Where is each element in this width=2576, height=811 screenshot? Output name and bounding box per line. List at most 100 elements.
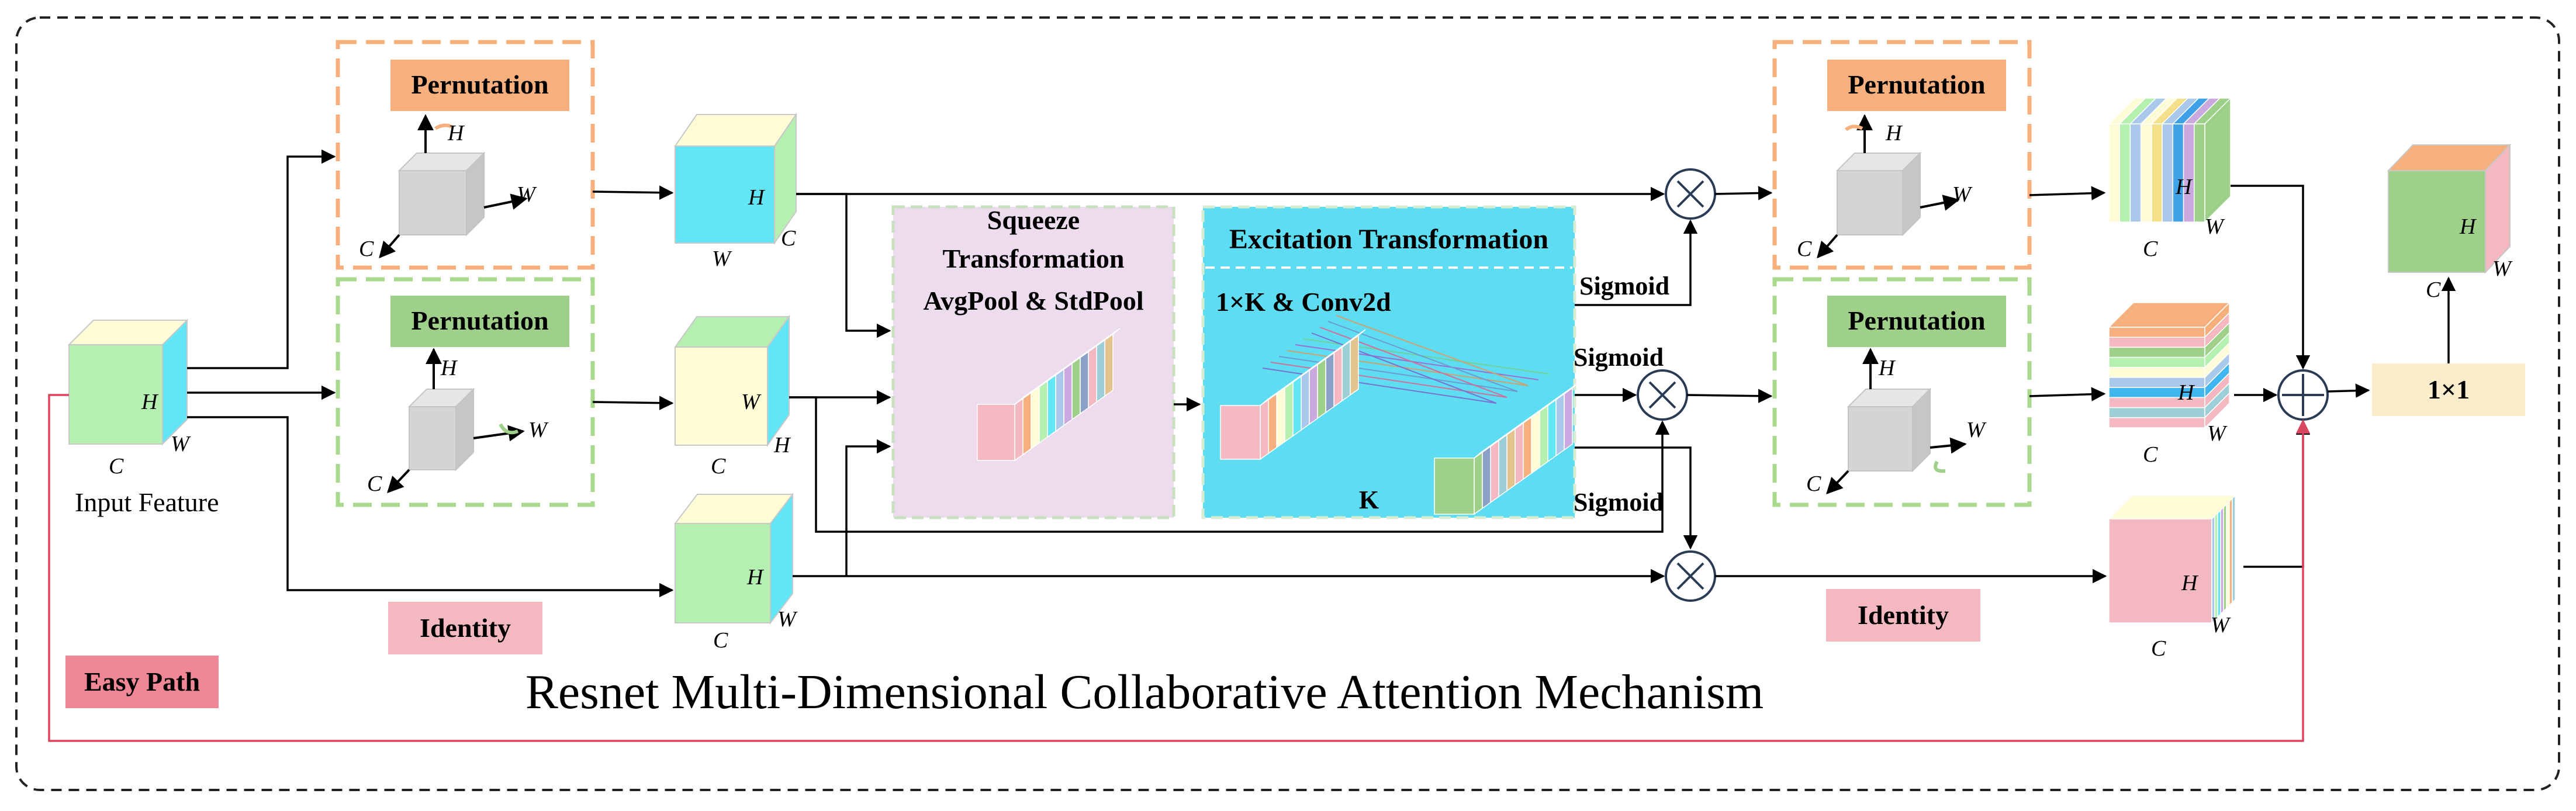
axis-arrow-w — [483, 193, 528, 210]
slice — [1490, 439, 1499, 504]
slice — [1564, 387, 1573, 451]
gray-cube-top-left — [397, 151, 486, 237]
slice — [1474, 451, 1483, 515]
slice — [1539, 404, 1548, 469]
easy-path-label: Easy Path — [84, 667, 200, 696]
cube-stripe — [2183, 123, 2195, 223]
slice-front — [977, 404, 1015, 461]
cube-stripe — [2108, 123, 2120, 223]
cube-stripe — [2119, 123, 2131, 223]
squeeze-line2: Transformation — [943, 244, 1125, 273]
rotate-icon — [499, 423, 519, 435]
cube-stripe — [2108, 327, 2205, 338]
squeeze-vector-stack — [977, 328, 1121, 462]
squeeze-line3: AvgPool & StdPool — [923, 286, 1143, 316]
excitation-title: Excitation Transformation — [1229, 224, 1548, 255]
outer-frame — [15, 16, 2560, 791]
cube-stripe — [2108, 346, 2205, 358]
output-cube-bottom — [2108, 494, 2236, 624]
connection-line — [1278, 356, 1518, 392]
axis-c: C — [1806, 472, 1821, 496]
slice — [1268, 393, 1277, 455]
axis-arrow-w — [1930, 437, 1967, 454]
cube-side-stripe — [2232, 494, 2236, 604]
output-cube-mid — [2108, 301, 2231, 429]
slice-top — [1260, 393, 1276, 406]
multiply-node-mid — [1637, 369, 1688, 421]
slice — [1498, 434, 1507, 498]
sigmoid-label-bottom: Sigmoid — [1574, 488, 1664, 517]
cube-top — [2108, 302, 2231, 328]
slice — [1276, 387, 1285, 449]
slice — [1039, 380, 1048, 444]
axis-h: H — [440, 356, 458, 380]
slice-top — [1014, 392, 1031, 405]
cube-mid-branch — [674, 314, 790, 448]
axis-h: H — [1878, 356, 1896, 380]
final-c: C — [2426, 278, 2441, 302]
rotate-icon — [1934, 460, 1946, 473]
cube-mid-w: W — [741, 390, 762, 414]
slice — [1547, 398, 1557, 463]
final-w: W — [2492, 257, 2513, 281]
slice — [1260, 398, 1269, 460]
cube-stripe — [2162, 123, 2174, 223]
out-mid-w: W — [2207, 421, 2228, 446]
axis-c: C — [367, 472, 382, 496]
excitation-input-stack — [1220, 329, 1366, 460]
cube-top-c: C — [781, 226, 796, 251]
gray-cube-top-right — [1835, 151, 1922, 237]
excitation-output-stack — [1434, 382, 1580, 515]
slice — [1284, 381, 1294, 443]
axis-arrow-c — [387, 469, 410, 494]
slice — [1063, 362, 1073, 427]
slice — [1515, 422, 1524, 486]
slice — [1096, 339, 1105, 403]
slice — [1104, 333, 1114, 397]
input-cube-h: H — [141, 390, 159, 414]
cube-stripe — [2172, 123, 2184, 223]
cube-top-h: H — [748, 185, 766, 210]
slice — [1317, 358, 1326, 420]
permutation-label-top-bg — [390, 60, 569, 111]
out-mid-c: C — [2143, 442, 2158, 467]
slice — [1088, 345, 1097, 409]
axis-w: W — [1952, 182, 1973, 207]
easy-path-connector — [48, 394, 2311, 742]
slice — [1055, 368, 1064, 432]
slice — [1350, 334, 1359, 396]
cube-stripe — [2140, 123, 2152, 223]
slice — [1022, 391, 1032, 456]
final-output-cube — [2387, 143, 2512, 274]
mid-permutation-box — [336, 277, 595, 507]
sigmoid-label-mid: Sigmoid — [1574, 343, 1664, 372]
multiply-node-bottom — [1665, 550, 1716, 602]
slice — [1071, 356, 1081, 421]
diagram-title: Resnet Multi-Dimensional Collaborative A… — [525, 665, 1764, 719]
input-feature-label: Input Feature — [75, 487, 219, 517]
cube-bottom-branch — [673, 493, 794, 625]
cube-stripe — [2108, 367, 2205, 378]
cube-top-w: W — [712, 247, 732, 271]
slice — [1333, 346, 1343, 408]
slice-front — [1434, 458, 1475, 515]
rotate-icon — [1845, 124, 1863, 131]
squeeze-line1: Squeeze — [987, 205, 1080, 235]
slice — [1014, 397, 1024, 462]
out-top-h: H — [2175, 175, 2193, 199]
easy-path-label-bg — [65, 656, 219, 708]
slice — [1523, 416, 1532, 480]
slice — [1506, 428, 1516, 492]
gray-cube-mid-left — [407, 387, 475, 472]
conv-1x1-label: 1×1 — [2428, 375, 2470, 404]
axis-arrow-w — [1920, 195, 1960, 211]
connection-line — [1262, 368, 1497, 404]
output-cube-top — [2108, 97, 2232, 223]
connectors — [187, 149, 2456, 598]
out-bot-w: W — [2211, 613, 2231, 637]
cube-stripe — [2108, 407, 2205, 418]
top-permutation-box — [336, 40, 595, 270]
cube-stripe — [2151, 123, 2163, 223]
axis-arrow-c — [379, 234, 400, 259]
axis-c: C — [359, 237, 374, 261]
